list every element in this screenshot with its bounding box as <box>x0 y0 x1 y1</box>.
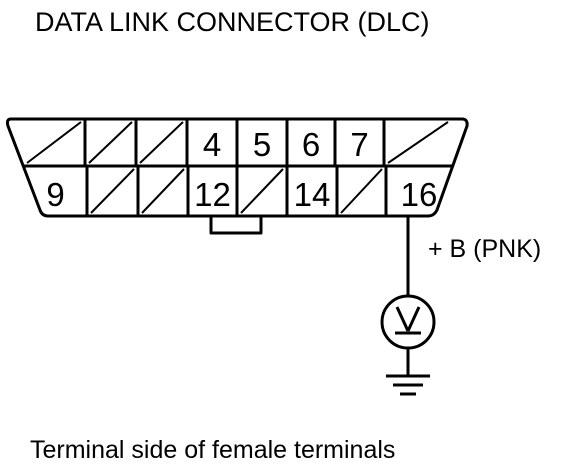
dlc-connector <box>5 117 469 235</box>
diagram-title: DATA LINK CONNECTOR (DLC) <box>35 7 430 37</box>
top-row-pin-label: 5 <box>253 126 271 163</box>
wire-label: + B (PNK) <box>428 235 541 263</box>
cell-dividers <box>83 119 388 216</box>
empty-cell-diagonal <box>26 121 82 164</box>
voltmeter-icon <box>380 294 436 350</box>
top-row-pin-label: 6 <box>302 126 320 163</box>
bottom-row-pin-label: 14 <box>294 176 331 213</box>
ground-icon <box>386 374 430 396</box>
empty-cell-diagonal <box>240 168 284 214</box>
top-row-pin-label: 4 <box>203 126 221 163</box>
test-circuit: + B (PNK) <box>380 216 541 396</box>
empty-cell-diagonal <box>88 121 133 164</box>
empty-cell-diagonal <box>141 168 185 214</box>
diagram-caption: Terminal side of female terminals <box>30 436 395 464</box>
empty-cell-marks <box>26 121 449 214</box>
empty-cell-diagonal <box>139 121 184 164</box>
bottom-row-pin-label: 16 <box>401 176 438 213</box>
bottom-row-pin-label: 9 <box>46 176 64 213</box>
empty-cell-diagonal <box>387 121 449 164</box>
top-row-pin-label: 7 <box>350 126 368 163</box>
empty-cell-diagonal <box>340 168 383 214</box>
bottom-row-pin-label: 12 <box>194 176 231 213</box>
connector-outline <box>5 117 469 218</box>
connector-key-tab <box>209 214 263 235</box>
empty-cell-diagonal <box>90 168 135 214</box>
